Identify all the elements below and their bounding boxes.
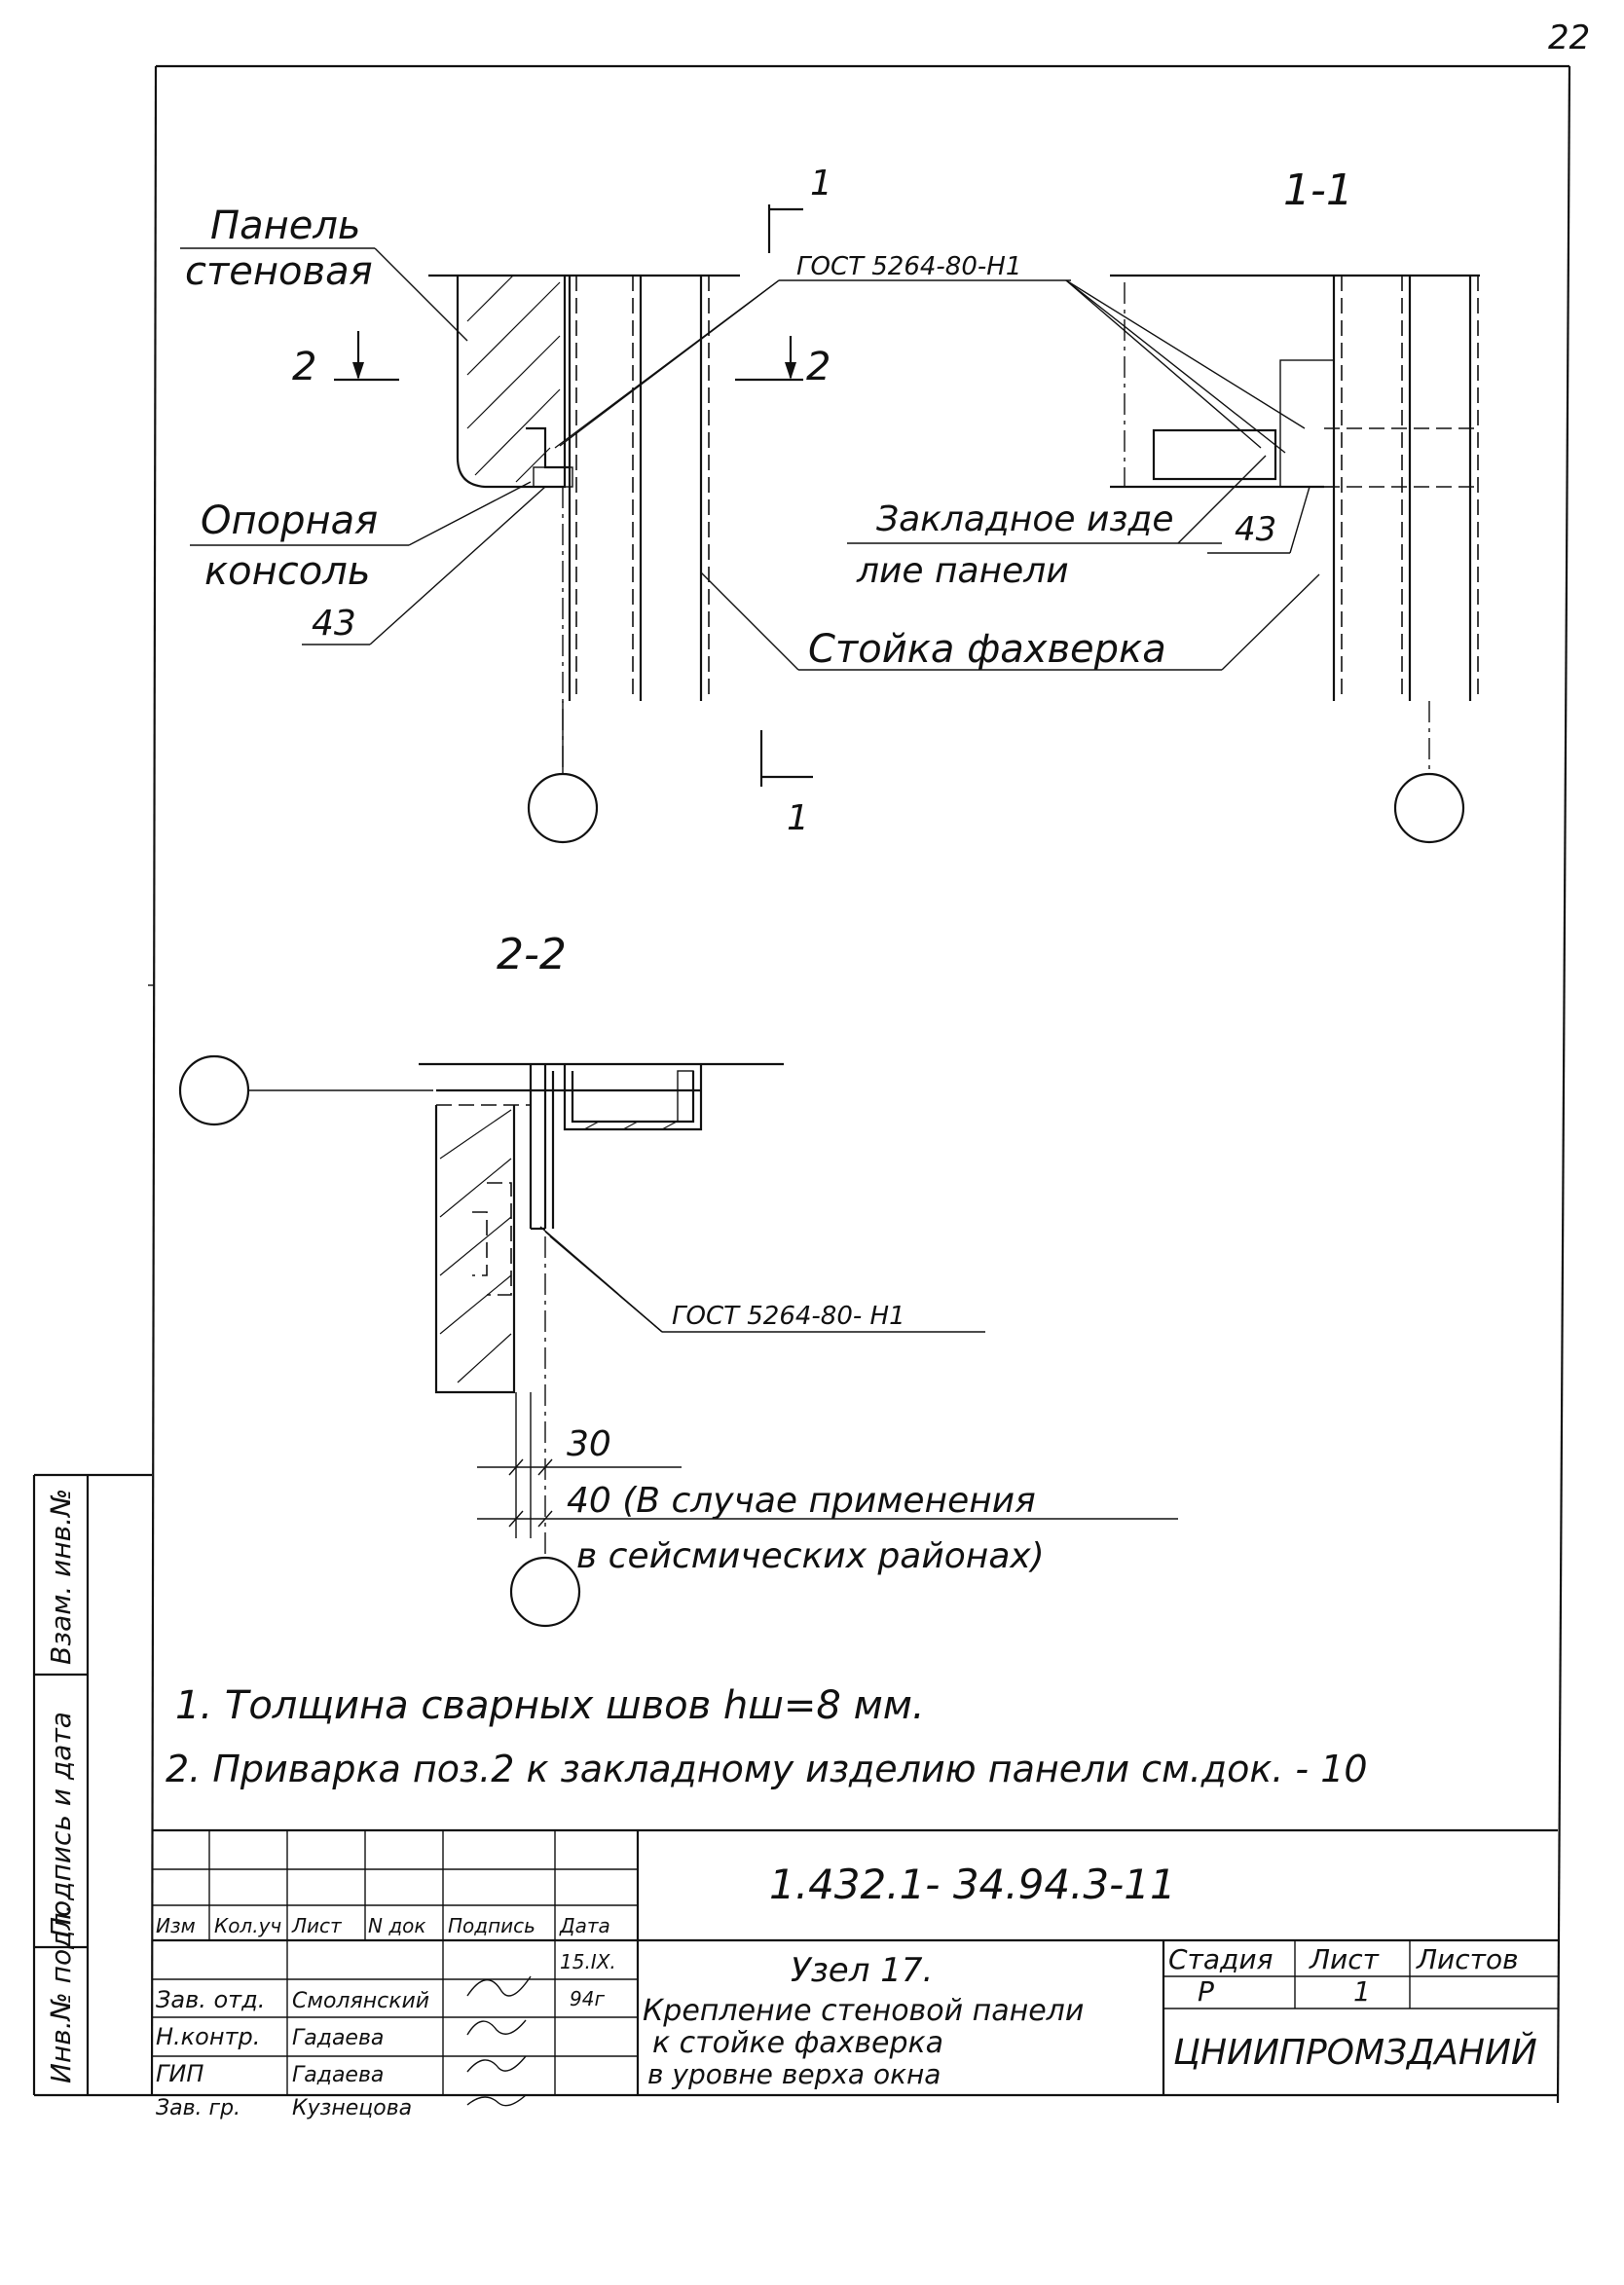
stage-header: Стадия [1168, 1943, 1273, 1975]
date-bottom: 94г [570, 1987, 605, 2010]
label-embedded-num: 43 [1235, 510, 1276, 549]
section-panel-hatch [439, 1109, 512, 1383]
label-embedded-1: Закладное изде [876, 499, 1174, 539]
section-1-1-title: 1-1 [1283, 166, 1353, 215]
organization: ЦНИИПРОМЗДАНИЙ [1173, 2032, 1537, 2073]
name-2: Гадаева [292, 2026, 384, 2050]
axis-bubble-section [178, 1054, 250, 1126]
label-support-2: консоль [204, 549, 370, 594]
notes: 1. Толщина сварных швов hш=8 мм. 2. Прив… [166, 1683, 1368, 1790]
sheet-frame [34, 64, 1571, 2104]
hdr-izm: Изм [156, 1914, 196, 1937]
section-2-2: 2-2 ГОСТ 52 [178, 930, 1178, 1628]
hdr-koluch: Кол.уч [214, 1914, 281, 1937]
axis-bubble-right [1393, 772, 1465, 844]
cut-mark-1-bottom: 1 [787, 798, 809, 838]
sheet-header: Лист [1309, 1943, 1380, 1975]
label-weld-bottom: ГОСТ 5264-80- Н1 [672, 1302, 905, 1331]
signature-1 [466, 1975, 532, 1997]
cut-mark-2-left: 2 [292, 345, 316, 389]
hdr-list: Лист [291, 1914, 343, 1937]
note-1: 1. Толщина сварных швов hш=8 мм. [175, 1683, 925, 1728]
label-panel-2: стеновая [185, 249, 373, 294]
label-support-num: 43 [312, 604, 356, 644]
title-block: 1.432.1- 34.94.3-11 Изм Кол.уч Лист N до… [152, 1828, 1558, 2120]
hdr-signature: Подпись [448, 1914, 535, 1937]
date-top: 15.IX. [560, 1950, 616, 1973]
stage-value: Р [1198, 1975, 1214, 2008]
section-1-1: 1-1 Закладное изде лие панели 43 [847, 166, 1480, 844]
sheets-header: Листов [1416, 1943, 1519, 1975]
label-support-1: Опорная [201, 498, 378, 543]
role-4: Зав. гр. [156, 2096, 240, 2120]
side-stamp: Инв.№ подл. Подпись и дата Взам. инв.№ [32, 1473, 152, 2095]
name-4: Кузнецова [292, 2096, 412, 2120]
doc-code: 1.432.1- 34.94.3-11 [769, 1861, 1176, 1908]
signature-4 [466, 2094, 527, 2107]
hdr-ndok: N док [368, 1914, 425, 1937]
name-1: Смолянский [292, 1989, 429, 2013]
dim-40: 40 (В случае применения [567, 1481, 1036, 1521]
note-2: 2. Приварка поз.2 к закладному изделию п… [166, 1748, 1368, 1790]
stamp-replace: Взам. инв.№ [45, 1489, 77, 1665]
title-line-4: в уровне верха окна [647, 2058, 941, 2090]
title-line-1: Узел 17. [791, 1951, 933, 1990]
section-2-2-title: 2-2 [497, 930, 567, 979]
cut-mark-2-right: 2 [806, 345, 830, 389]
title-line-3: к стойке фахверка [652, 2026, 943, 2060]
label-panel-1: Панель [210, 203, 361, 248]
role-3: ГИП [156, 2060, 203, 2087]
label-post: Стойка фахверка [808, 627, 1166, 672]
dim-40-note: в сейсмических районах) [576, 1536, 1045, 1576]
label-embedded-2: лие панели [856, 551, 1069, 591]
page-number: 22 [1548, 18, 1590, 57]
role-1: Зав. отд. [156, 1986, 265, 2013]
axis-bubble-bottom [509, 1556, 581, 1628]
axis-bubble-left [527, 772, 599, 844]
sheet-value: 1 [1353, 1975, 1371, 2008]
hdr-date: Дата [559, 1914, 610, 1937]
signature-2 [466, 2019, 527, 2036]
label-weld-top: ГОСТ 5264-80-Н1 [796, 252, 1021, 281]
role-2: Н.контр. [156, 2023, 260, 2050]
stamp-inv: Инв.№ подл. [45, 1904, 77, 2083]
dim-30: 30 [567, 1424, 611, 1464]
name-3: Гадаева [292, 2063, 384, 2087]
cut-mark-1-top: 1 [810, 164, 832, 203]
stamp-signature: Подпись и дата [45, 1712, 77, 1937]
signature-3 [466, 2055, 527, 2073]
main-view: 2 2 1 1 Панель стеновая Опорная консоль … [180, 164, 1320, 844]
title-line-2: Крепление стеновой панели [643, 1994, 1084, 2028]
